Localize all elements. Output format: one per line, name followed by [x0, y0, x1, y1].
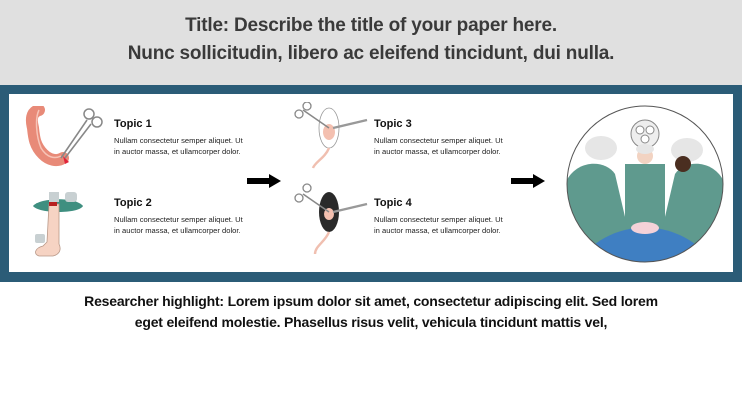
topic-4-body: Nullam consectetur semper aliquet. Ut in… [374, 215, 503, 235]
topic-2-title: Topic 2 [114, 197, 152, 209]
arrow-right-icon [247, 174, 281, 188]
topic-1: Topic 1 Nullam consectetur semper alique… [114, 118, 244, 157]
paper-title-line-2: Nunc sollicitudin, libero ac eleifend ti… [127, 43, 615, 64]
topic-2-body: Nullam consectetur semper aliquet. Ut in… [114, 215, 243, 235]
graphical-abstract-panel: Topic 1 Nullam consectetur semper alique… [9, 94, 733, 272]
leg-surgery-icon [33, 192, 83, 257]
colon-clamp-icon [25, 106, 103, 167]
paper-title-line-1: Title: Describe the title of your paper … [185, 15, 557, 36]
topic-3-body: Nullam consectetur semper aliquet. Ut in… [374, 136, 503, 156]
topic-3-title: Topic 3 [374, 118, 412, 130]
white-rat-surgery-icon [294, 102, 368, 169]
title-banner: Title: Describe the title of your paper … [0, 0, 742, 85]
topic-4: Topic 4 Nullam consectetur semper alique… [374, 197, 504, 236]
researcher-highlight: Researcher highlight: Lorem ipsum dolor … [0, 291, 742, 333]
graphical-abstract-frame: Topic 1 Nullam consectetur semper alique… [0, 85, 742, 282]
topic-4-title: Topic 4 [374, 197, 412, 209]
highlight-line-2: eget eleifend molestie. Phasellus risus … [134, 314, 608, 330]
topic-1-title: Topic 1 [114, 118, 152, 130]
topic-1-body: Nullam consectetur semper aliquet. Ut in… [114, 136, 243, 156]
arrow-right-icon [511, 174, 545, 188]
highlight-line-1: Researcher highlight: Lorem ipsum dolor … [84, 293, 658, 309]
topic-3: Topic 3 Nullam consectetur semper alique… [374, 118, 504, 157]
black-rat-surgery-icon [294, 183, 368, 255]
surgical-team-icon [566, 105, 724, 263]
topic-2: Topic 2 Nullam consectetur semper alique… [114, 197, 244, 236]
